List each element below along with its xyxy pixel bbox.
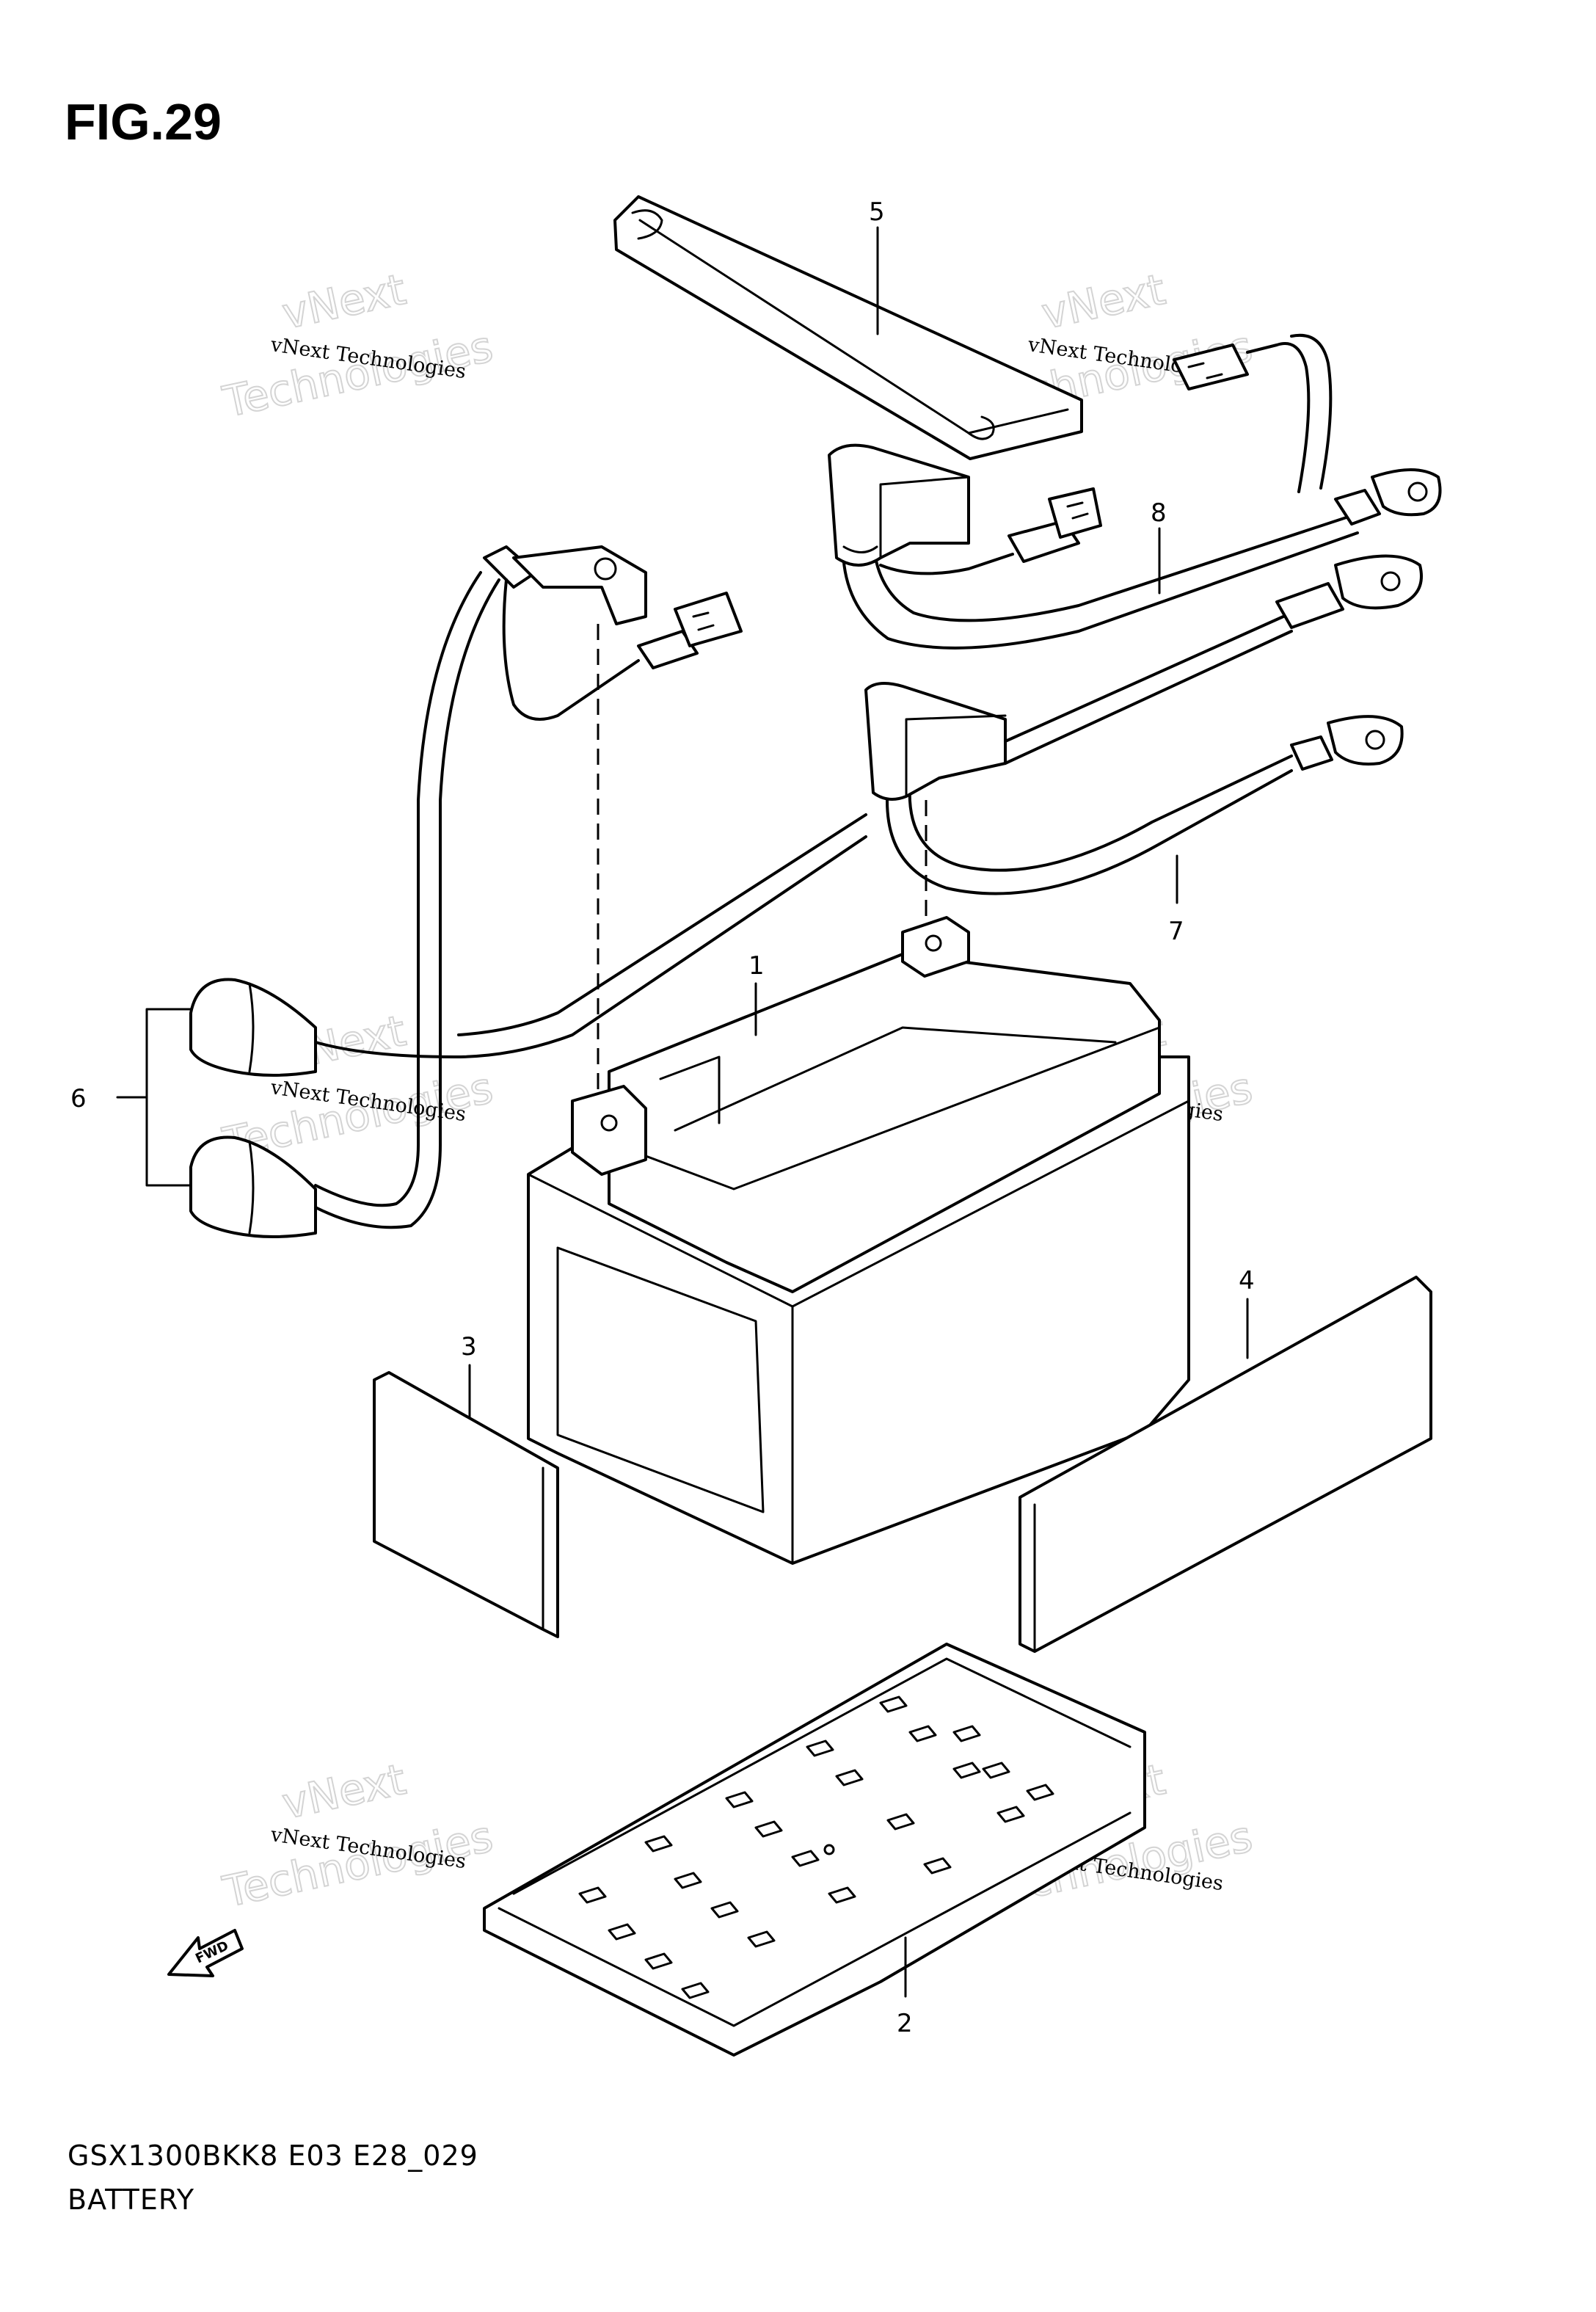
watermark-bottom-left: vNext Technologies vNext Technologies xyxy=(218,1753,498,1918)
fwd-direction-arrow: FWD xyxy=(167,1929,244,1977)
part-2-battery-tray xyxy=(483,1643,1146,2057)
figure-code: GSX1300BKK8 E03 E28_029 xyxy=(68,2140,478,2172)
svg-text:vNext: vNext xyxy=(278,1754,410,1829)
watermark-top-left: vNext Technologies vNext Technologies xyxy=(218,263,498,428)
figure-title: FIG.29 xyxy=(65,93,222,150)
part-7-negative-cable xyxy=(864,682,1404,925)
part-6-terminal-covers xyxy=(116,545,743,1238)
figure-name: BATTERY xyxy=(68,2184,195,2216)
callout-1: 1 xyxy=(748,951,765,981)
callout-6: 6 xyxy=(70,1084,87,1113)
callout-8: 8 xyxy=(1151,498,1167,528)
part-5-battery-band xyxy=(613,195,1083,460)
main-harness-wire xyxy=(453,554,1423,1058)
callout-4: 4 xyxy=(1239,1266,1255,1295)
tray-slots xyxy=(578,1695,1054,1999)
part-1-battery xyxy=(527,916,1190,1565)
callout-leaders xyxy=(468,226,1249,1998)
part-3-pad xyxy=(373,1371,559,1638)
svg-text:vNext: vNext xyxy=(1038,264,1170,339)
svg-text:vNext: vNext xyxy=(278,264,410,339)
part-8-positive-cable xyxy=(828,443,1442,650)
callout-2: 2 xyxy=(897,2009,913,2038)
part-4-pad xyxy=(1019,1276,1432,1653)
callout-7: 7 xyxy=(1168,917,1184,946)
fuse-lead-wire xyxy=(1173,333,1333,493)
callout-5: 5 xyxy=(869,197,885,227)
callout-3: 3 xyxy=(461,1332,477,1362)
